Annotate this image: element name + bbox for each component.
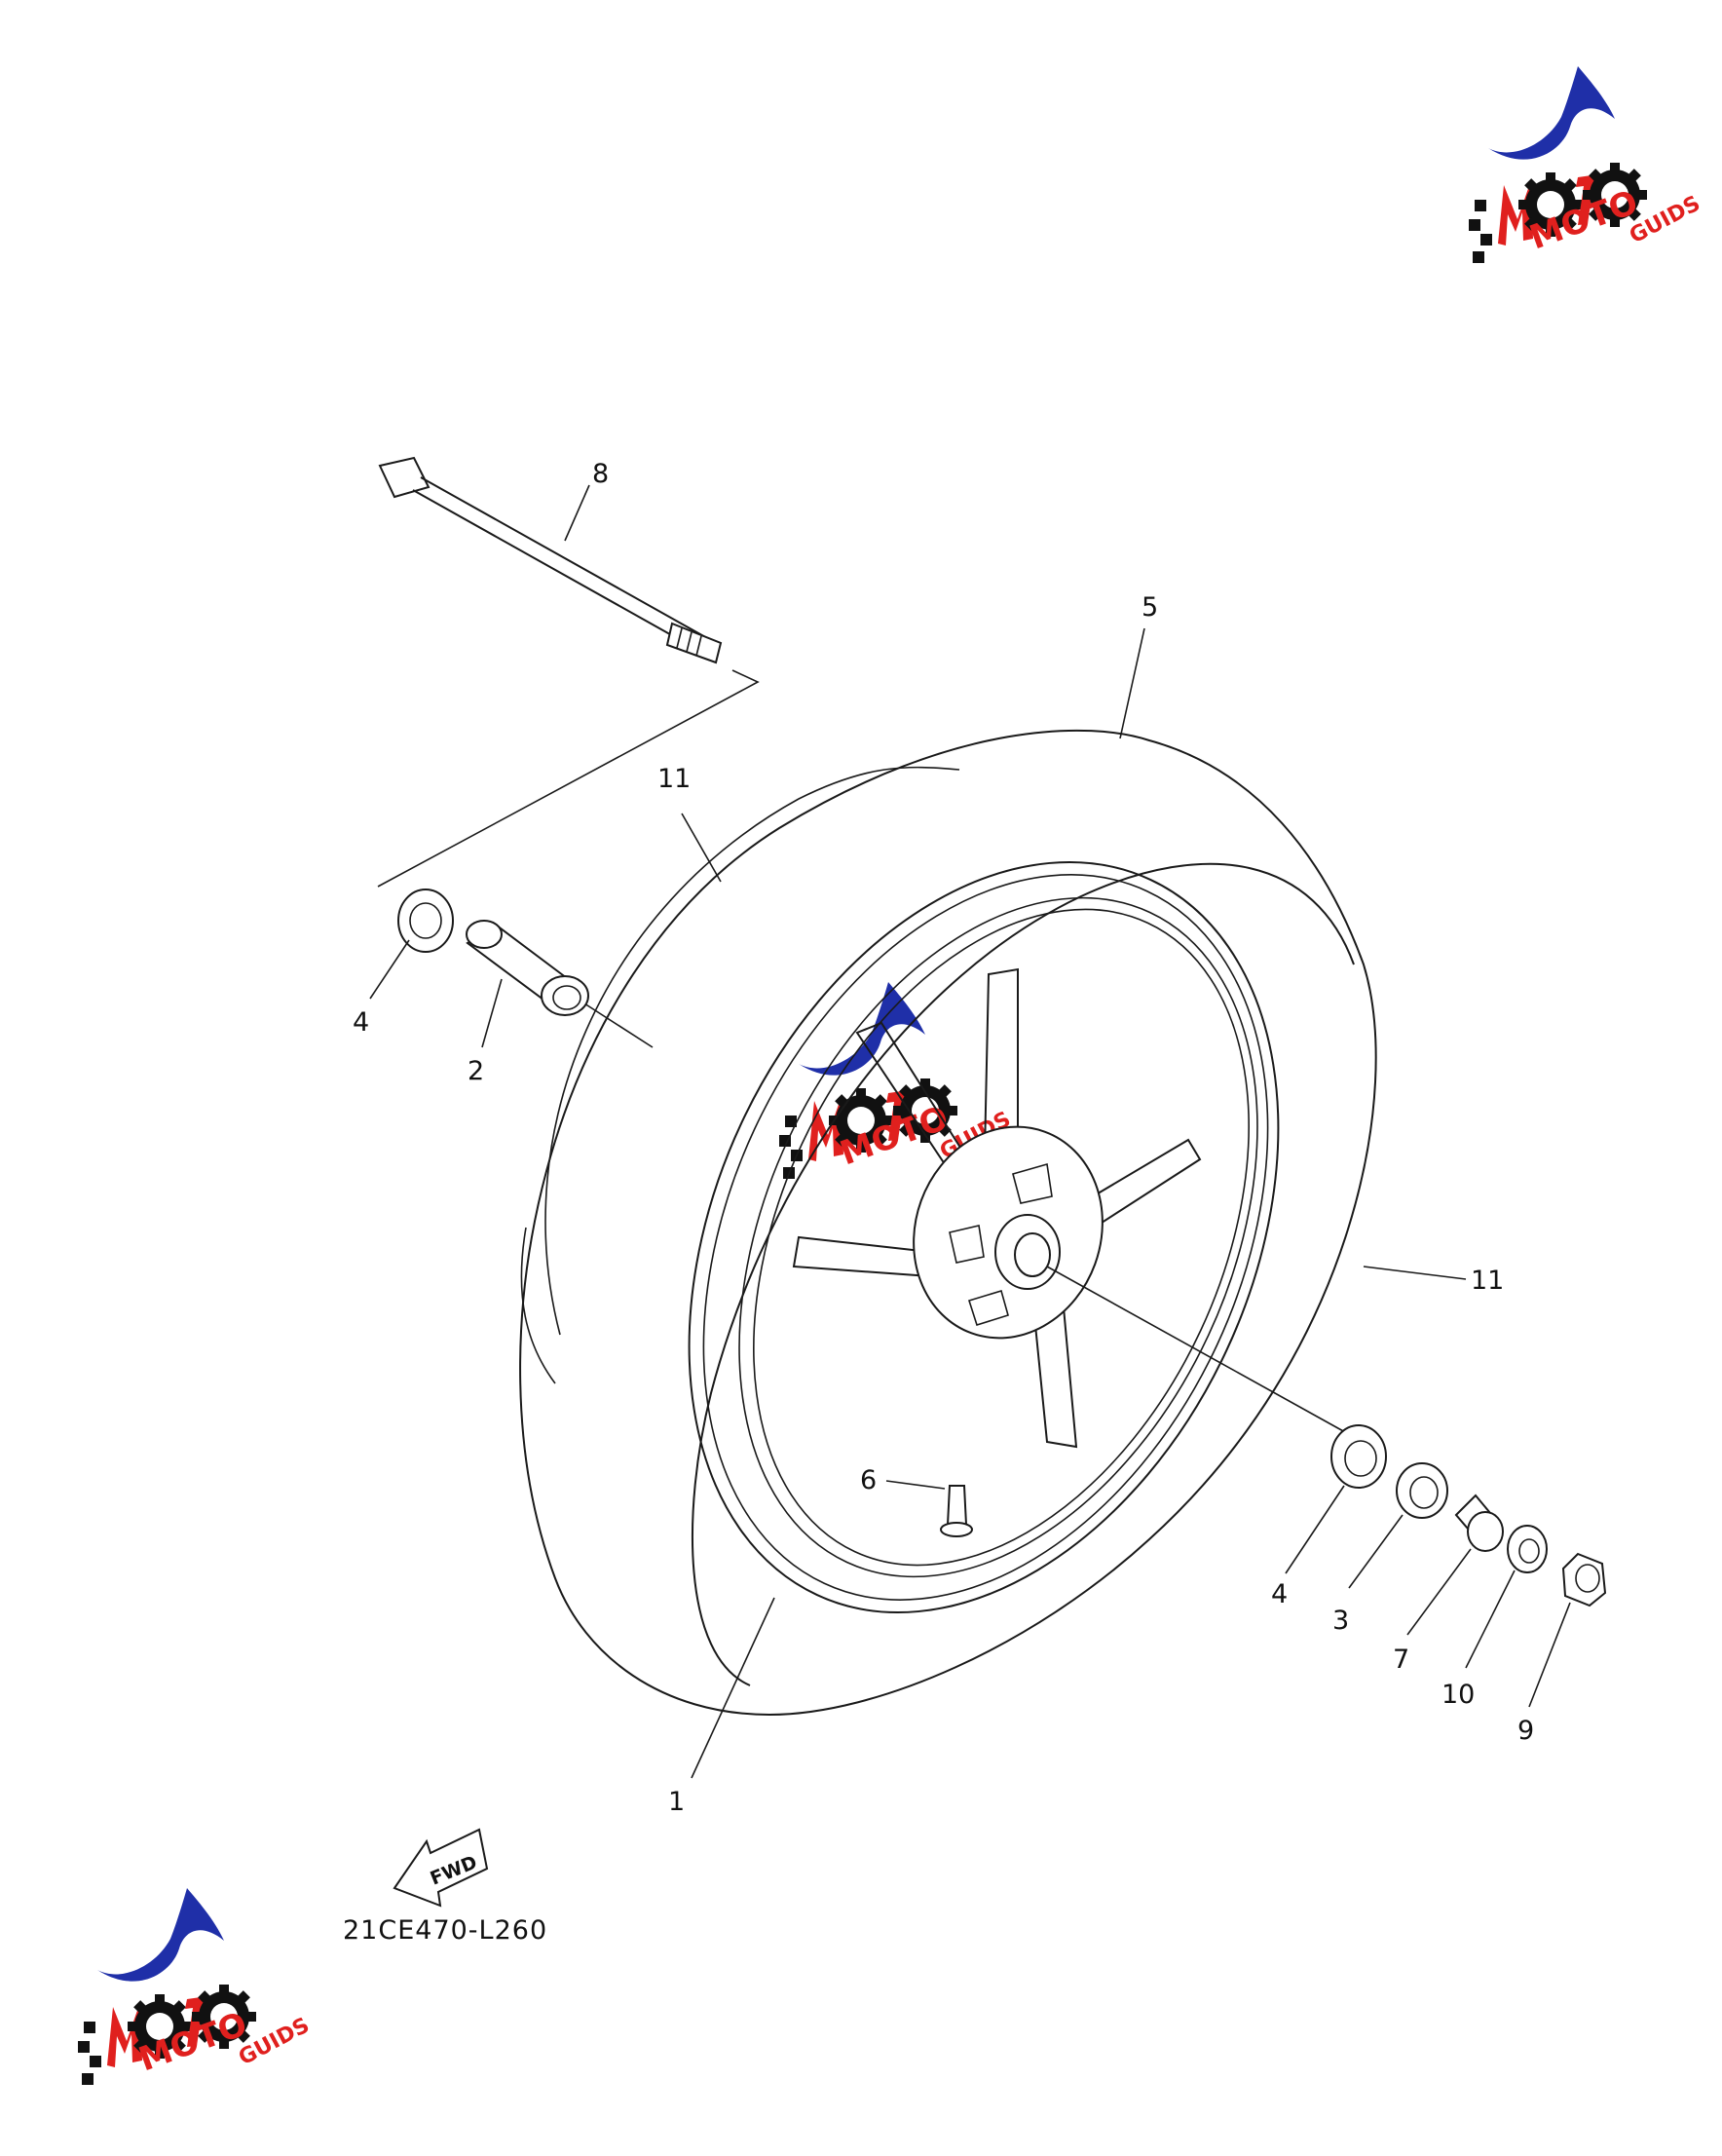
hub-window-1 — [1012, 1162, 1053, 1204]
rim-outer-2 — [702, 874, 1269, 1601]
callout-5: 5 — [1142, 592, 1158, 623]
hub-center — [1014, 1232, 1051, 1277]
spoke-upper-2 — [855, 1021, 975, 1180]
hub-ring — [994, 1214, 1061, 1290]
tire-back-edge-lower — [520, 1227, 556, 1384]
callout-4-left: 4 — [353, 1007, 369, 1038]
tire-outline — [519, 729, 1377, 1717]
callout-1: 1 — [668, 1787, 685, 1817]
rim-outer — [688, 860, 1280, 1614]
callout-11-upper: 11 — [657, 764, 691, 794]
leader-lines — [369, 484, 1571, 1779]
callout-4-right: 4 — [1271, 1579, 1288, 1609]
axle-path-line — [377, 669, 760, 888]
washer — [1507, 1525, 1548, 1573]
axle-path-extension — [583, 1002, 654, 1048]
axle-shaft — [378, 456, 723, 664]
callout-6: 6 — [860, 1465, 877, 1495]
callout-9: 9 — [1517, 1716, 1534, 1746]
left-collar — [466, 920, 589, 1016]
tire-inner-edge — [692, 862, 1355, 1686]
axle-nut — [1561, 1552, 1607, 1608]
spoke-left — [792, 1235, 931, 1277]
hub-window-3 — [967, 1289, 1009, 1327]
left-bearing — [397, 889, 454, 953]
spoke-right — [1056, 1138, 1202, 1243]
hub-window-2 — [949, 1225, 985, 1264]
right-bearing — [1330, 1424, 1387, 1489]
valve-stem — [946, 1485, 968, 1526]
rim-inner-2 — [753, 908, 1250, 1567]
spoke-upper — [983, 967, 1019, 1199]
oil-seal — [1396, 1462, 1448, 1519]
watermark-logo-bottom: MOTO GUIDS — [78, 1888, 314, 2085]
diagram-code: 21CE470-L260 — [343, 1915, 547, 1946]
callout-10: 10 — [1441, 1680, 1475, 1710]
callout-3: 3 — [1332, 1606, 1349, 1636]
watermark-logo-top: MOTO GUIDS — [1469, 66, 1704, 263]
spoke-lower — [1031, 1285, 1078, 1449]
callout-8: 8 — [592, 459, 609, 489]
hub-body — [913, 1125, 1104, 1340]
wheel-assembly — [519, 729, 1377, 1717]
right-collar — [1454, 1494, 1504, 1552]
callout-7: 7 — [1393, 1645, 1409, 1675]
rim-inner — [738, 896, 1258, 1578]
callout-11-right: 11 — [1471, 1266, 1504, 1296]
fwd-arrow: FWD — [393, 1828, 489, 1908]
tire-back-edge — [544, 766, 960, 1336]
valve-base — [940, 1522, 973, 1537]
callout-2: 2 — [468, 1056, 484, 1086]
axle-centerline — [1046, 1266, 1355, 1438]
